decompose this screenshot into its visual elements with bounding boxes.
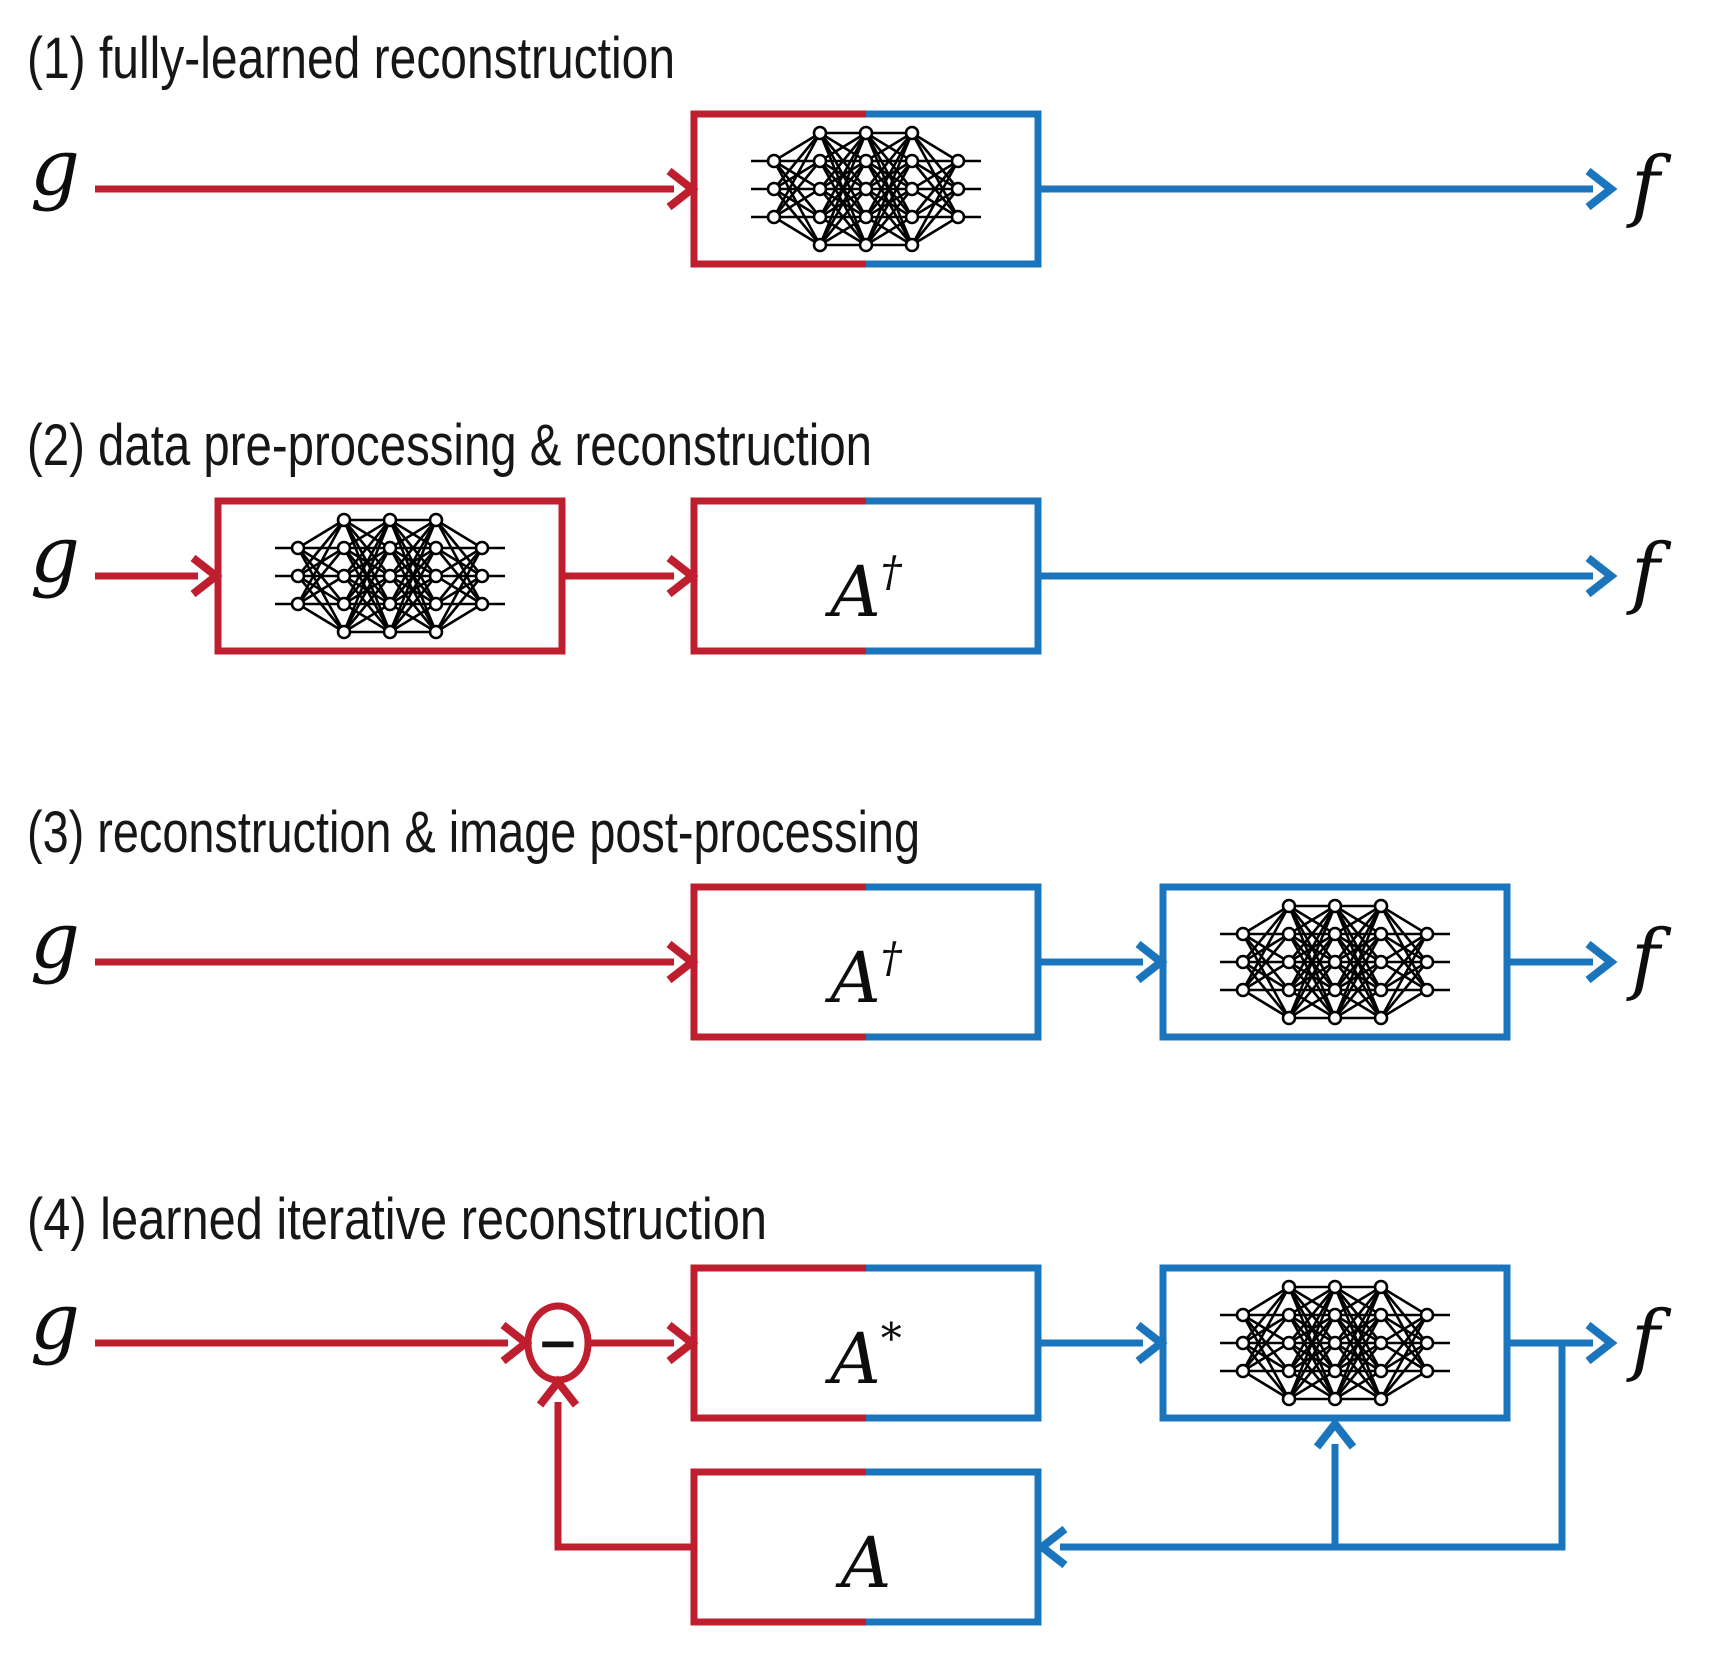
row-data-preprocessing-reconstruction: (2) data pre-processing & reconstruction… bbox=[27, 413, 1672, 655]
row2-arrowhead-into-f bbox=[1585, 554, 1618, 598]
operator-base: A bbox=[824, 551, 881, 633]
row1-network-box-blue-half bbox=[866, 110, 1042, 268]
row3-title: (3) reconstruction & image post-processi… bbox=[27, 800, 920, 865]
row4-arrowhead-into-forward-operator bbox=[1035, 1525, 1068, 1569]
row4-adjoint-box-red-half bbox=[690, 1264, 866, 1422]
row2-pseudoinverse-box-blue-half bbox=[866, 497, 1042, 655]
row2-output-label-f: f bbox=[1626, 528, 1672, 618]
row-learned-iterative-reconstruction: (4) learned iterative reconstruction g −… bbox=[27, 1187, 1672, 1626]
row3-pseudoinverse-operator: A† bbox=[824, 933, 903, 1019]
row2-pseudoinverse-operator: A† bbox=[824, 547, 903, 633]
row4-forward-box-blue-half bbox=[866, 1468, 1042, 1626]
row1-title: (1) fully-learned reconstruction bbox=[27, 26, 675, 91]
row1-arrowhead-into-f bbox=[1585, 167, 1618, 211]
row1-network-box-red-half bbox=[690, 110, 866, 268]
row-fully-learned-reconstruction: (1) fully-learned reconstruction g f bbox=[27, 26, 1672, 268]
row1-input-label-g: g bbox=[30, 123, 80, 213]
neural-network-icon bbox=[751, 125, 981, 253]
row2-input-label-g: g bbox=[30, 510, 80, 600]
row1-output-label-f: f bbox=[1626, 141, 1672, 231]
row2-title: (2) data pre-processing & reconstruction bbox=[27, 413, 872, 478]
row4-feedback-branch-blue bbox=[1060, 1343, 1566, 1551]
operator-base: A bbox=[835, 1522, 892, 1604]
row3-network-box bbox=[1159, 883, 1511, 1041]
row3-pseudoinverse-box-blue-half bbox=[866, 883, 1042, 1041]
row4-input-label-g: g bbox=[30, 1277, 80, 1367]
row3-pseudoinverse-box-red-half bbox=[690, 883, 866, 1041]
row3-output-label-f: f bbox=[1626, 914, 1672, 1004]
row3-arrowhead-into-f bbox=[1585, 940, 1618, 984]
row4-title: (4) learned iterative reconstruction bbox=[27, 1187, 767, 1252]
row4-arrowhead-up-into-network bbox=[1313, 1417, 1357, 1450]
row4-output-label-f: f bbox=[1626, 1295, 1672, 1385]
row2-pseudoinverse-box-red-half bbox=[690, 497, 866, 655]
neural-network-icon bbox=[275, 512, 505, 640]
neural-network-icon bbox=[1220, 898, 1450, 1026]
neural-network-icon bbox=[1220, 1279, 1450, 1407]
row4-adjoint-operator: A* bbox=[824, 1314, 902, 1400]
row4-feedback-red-to-difference bbox=[554, 1402, 694, 1551]
operator-base: A bbox=[824, 1318, 881, 1400]
row4-forward-operator: A bbox=[835, 1522, 892, 1604]
row4-arrowhead-up-into-difference bbox=[536, 1375, 580, 1408]
operator-superscript-dagger: † bbox=[881, 547, 903, 596]
operator-superscript-star: * bbox=[881, 1314, 902, 1363]
row4-arrowhead-into-f bbox=[1585, 1321, 1618, 1365]
row4-adjoint-box-blue-half bbox=[866, 1264, 1042, 1422]
row-reconstruction-postprocessing: (3) reconstruction & image post-processi… bbox=[27, 800, 1672, 1041]
operator-superscript-dagger: † bbox=[881, 933, 903, 982]
difference-icon: − bbox=[537, 1314, 579, 1372]
operator-base: A bbox=[824, 937, 881, 1019]
row3-input-label-g: g bbox=[30, 896, 80, 986]
